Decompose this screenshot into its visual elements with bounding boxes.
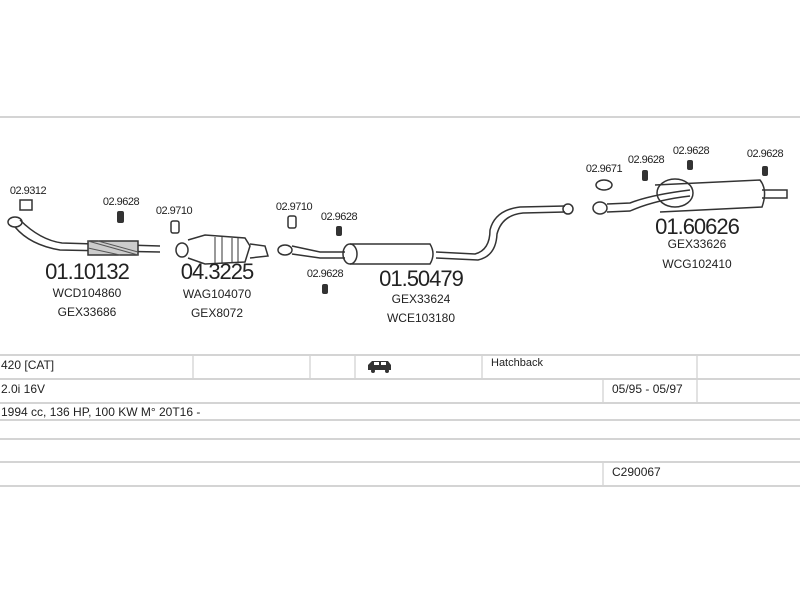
col-divider — [696, 380, 698, 402]
part-ref: GEX8072 — [190, 306, 244, 320]
accessory-label: 02.9628 — [672, 145, 710, 157]
part-number[interactable]: 01.10132 — [45, 259, 130, 284]
car-icon — [366, 359, 394, 376]
col-divider — [192, 356, 194, 378]
row-divider — [0, 461, 800, 463]
row-divider — [0, 402, 800, 404]
rear-silencer-01-60626 — [592, 178, 788, 215]
accessory-label: 02.9628 — [320, 211, 358, 223]
accessory-label: 02.9628 — [746, 148, 784, 160]
col-divider — [696, 356, 698, 378]
code-cell: C290067 — [612, 465, 661, 479]
exhaust-diagram — [7, 160, 788, 294]
catalyst-04-3225 — [175, 234, 269, 265]
part-ref: WCG102410 — [662, 257, 732, 271]
col-divider — [354, 356, 356, 378]
part-ref: WCE103180 — [386, 311, 456, 325]
model-cell: 420 [CAT] — [1, 358, 55, 372]
middle-silencer-01-50479 — [277, 203, 574, 265]
row-divider — [0, 354, 800, 356]
part-ref: WAG104070 — [182, 287, 252, 301]
engine-cell: 2.0i 16V — [1, 382, 46, 396]
row-divider — [0, 378, 800, 380]
accessory-label: 02.9628 — [306, 268, 344, 280]
row-divider — [0, 485, 800, 487]
years-cell: 05/95 - 05/97 — [612, 382, 683, 396]
part-number[interactable]: 01.60626 — [655, 214, 740, 239]
col-divider — [602, 380, 604, 402]
accessory-label: 02.9710 — [155, 205, 193, 217]
part-ref: GEX33624 — [391, 292, 451, 306]
accessory-label: 02.9710 — [275, 201, 313, 213]
row-divider — [0, 419, 800, 421]
col-divider — [309, 356, 311, 378]
part-number[interactable]: 01.50479 — [379, 266, 464, 291]
part-ref: GEX33686 — [57, 305, 117, 319]
top-border — [0, 116, 800, 118]
body-type-cell: Hatchback — [491, 357, 543, 369]
accessory-label: 02.9671 — [585, 163, 623, 175]
col-divider — [481, 356, 483, 378]
accessory-label: 02.9312 — [9, 185, 47, 197]
accessory-label: 02.9628 — [627, 154, 665, 166]
front-pipe-01-10132 — [7, 216, 161, 256]
part-number[interactable]: 04.3225 — [180, 259, 255, 284]
accessory-label: 02.9628 — [102, 196, 140, 208]
row-divider — [0, 438, 800, 440]
specs-cell: 1994 cc, 136 HP, 100 KW M° 20T16 - — [1, 405, 201, 419]
part-ref: WCD104860 — [52, 286, 122, 300]
col-divider — [602, 463, 604, 485]
part-ref: GEX33626 — [667, 237, 727, 251]
hanger-icons — [19, 160, 768, 294]
